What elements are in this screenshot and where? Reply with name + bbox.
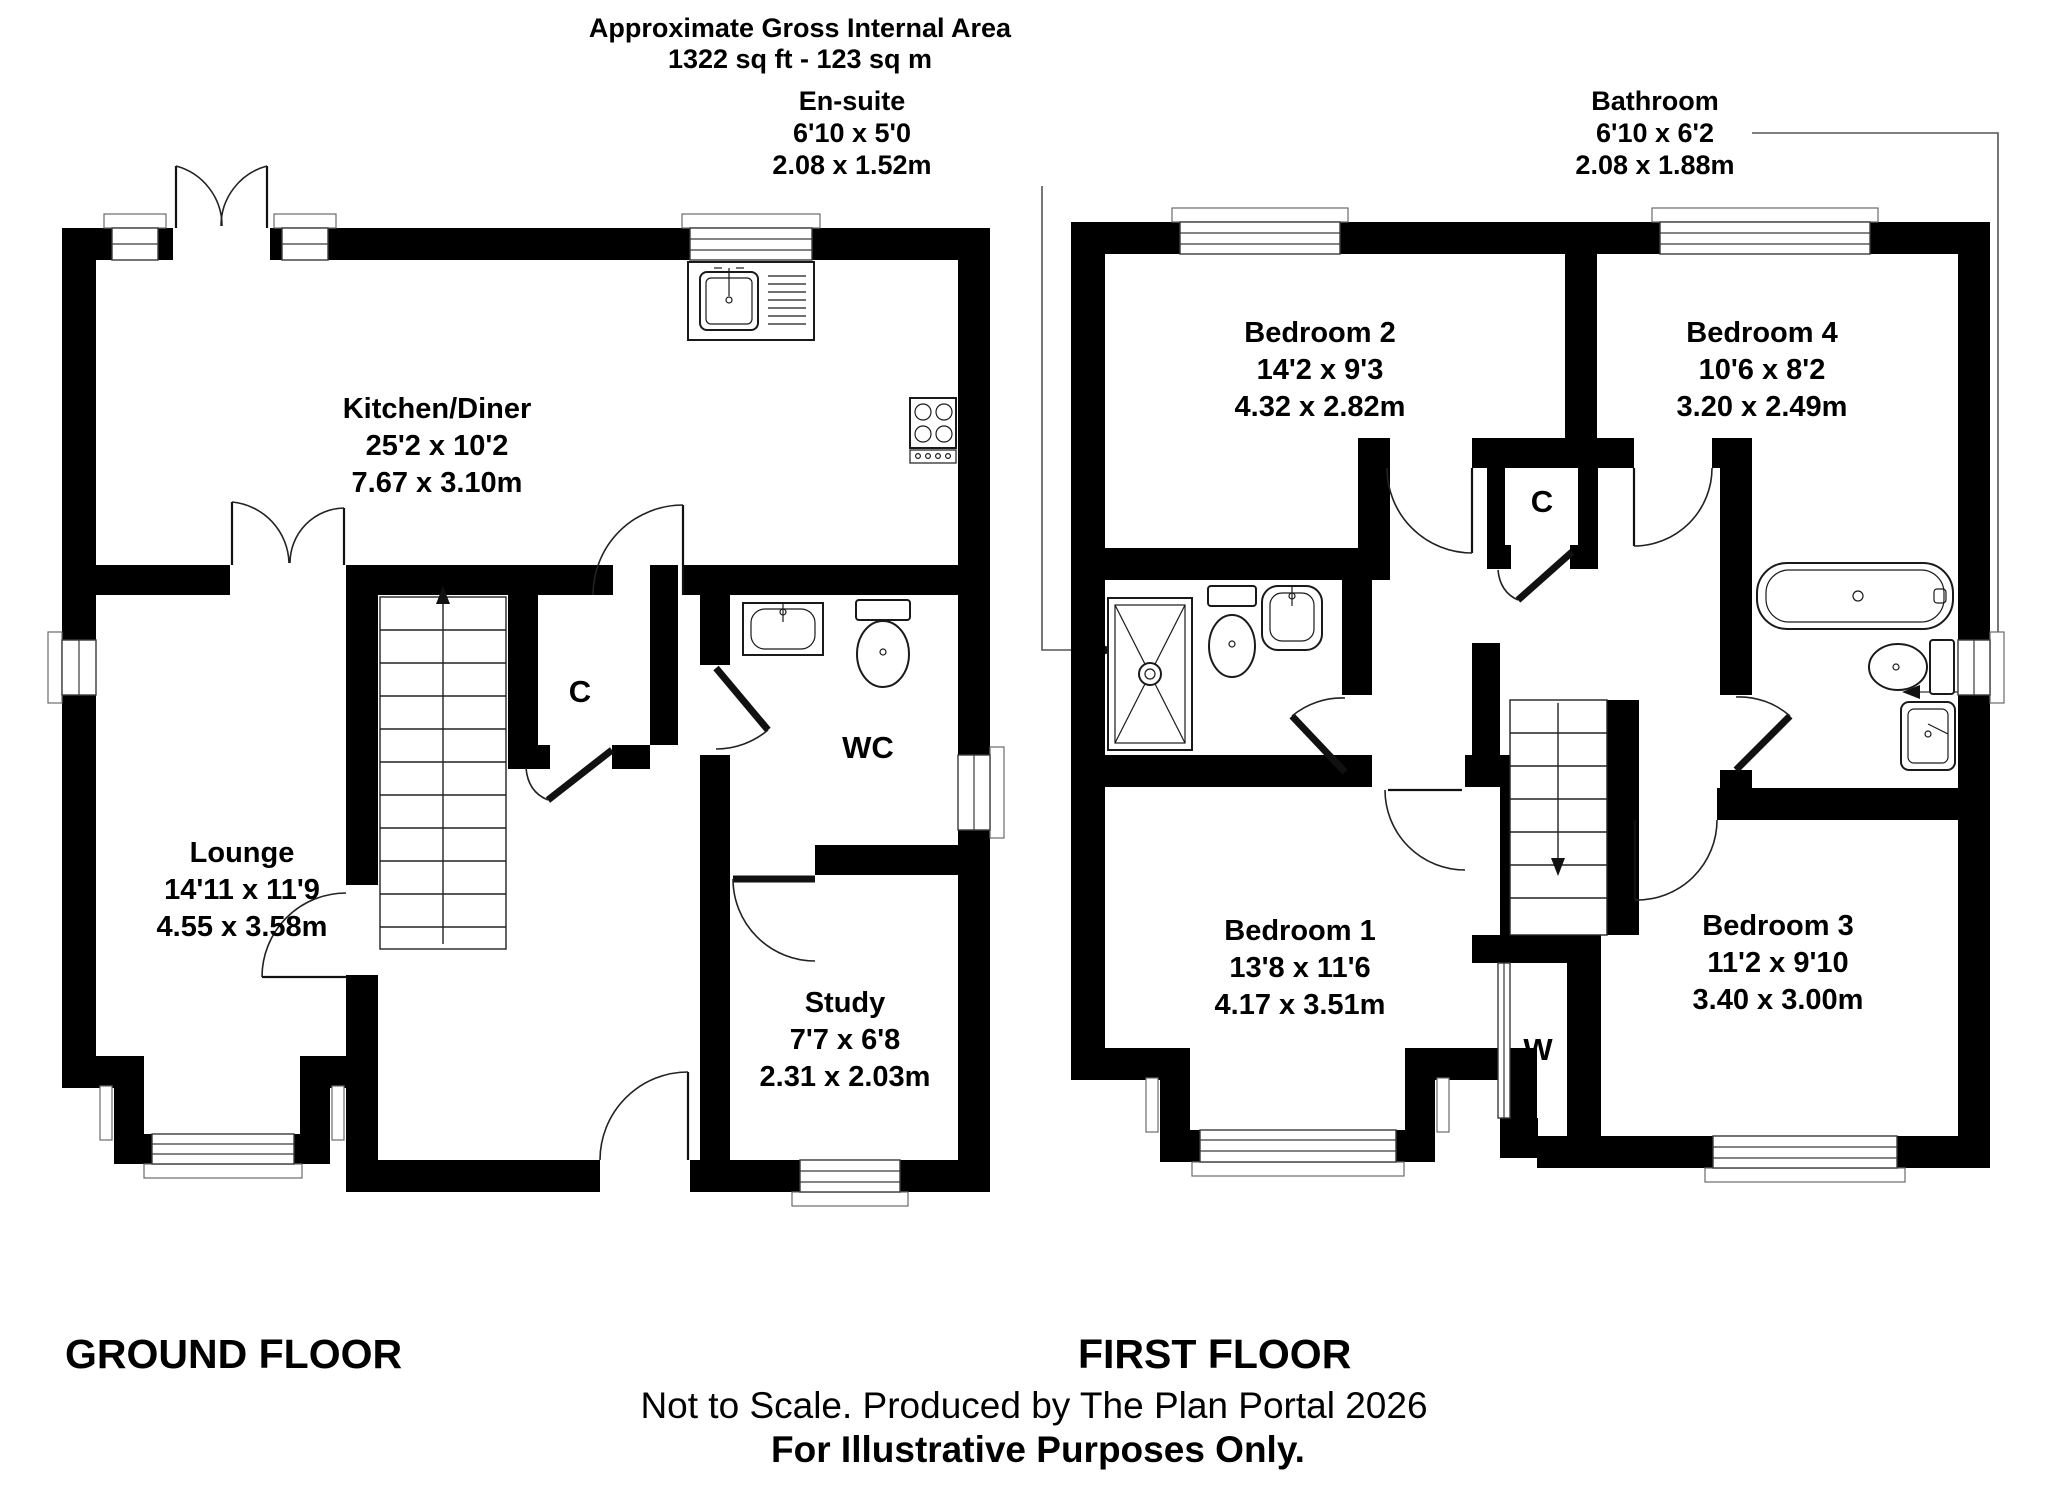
stairs-up-arrow-icon: [436, 586, 450, 604]
first-cupboard-label: C: [1531, 484, 1553, 519]
stairs-down-arrow-icon: [1551, 858, 1565, 876]
bay-window: [1145, 1077, 1450, 1177]
room-study-label: Study 7'7 x 6'8 2.31 x 2.03m: [760, 987, 931, 1093]
ground-doors: [174, 165, 816, 1161]
wc-label: WC: [842, 730, 894, 765]
window: [681, 213, 821, 261]
lounge-imperial: 14'11 x 11'9: [164, 874, 320, 906]
stairs-ground: [379, 586, 507, 950]
lounge-door: [261, 892, 347, 979]
ensuite-shower-icon: [1107, 597, 1193, 751]
cupboard-door: [525, 747, 615, 803]
first-floor-title: FIRST FLOOR: [1078, 1331, 1351, 1377]
bathroom-door: [1733, 696, 1793, 773]
bath-icon: [1756, 562, 1954, 630]
kitchen-sink-unit-icon: [687, 261, 815, 341]
footer: Not to Scale. Produced by The Plan Porta…: [640, 1385, 1427, 1470]
window: [791, 1159, 909, 1207]
bathroom-sink-icon: [1900, 701, 1956, 771]
bedroom2-imperial: 14'2 x 9'3: [1257, 354, 1384, 386]
gross-area-value: 1322 sq ft - 123 sq m: [668, 44, 932, 74]
hob-icon: [909, 397, 957, 464]
room-kitchen-label: Kitchen/Diner 25'2 x 10'2 7.67 x 3.10m: [343, 393, 532, 499]
ensuite-door: [1289, 697, 1348, 775]
wardrobe-label: W: [1523, 1032, 1553, 1067]
kitchen-metric: 7.67 x 3.10m: [352, 467, 523, 499]
window: [47, 631, 97, 704]
room-bedroom3-label: Bedroom 3 11'2 x 9'10 3.40 x 3.00m: [1693, 910, 1864, 1016]
bedroom4-door: [1632, 467, 1713, 547]
study-metric: 2.31 x 2.03m: [760, 1061, 931, 1093]
bedroom1-imperial: 13'8 x 11'6: [1229, 952, 1370, 984]
gross-area-title: Approximate Gross Internal Area: [589, 13, 1012, 43]
ground-cupboard-label: C: [569, 674, 591, 709]
header: Approximate Gross Internal Area 1322 sq …: [589, 13, 1012, 74]
ground-floor-plan: Kitchen/Diner 25'2 x 10'2 7.67 x 3.10m L…: [47, 165, 1005, 1377]
lounge-name: Lounge: [190, 837, 295, 869]
wc-toilet-icon: [855, 599, 911, 688]
bedroom3-imperial: 11'2 x 9'10: [1707, 947, 1848, 979]
bathroom-callout-name: Bathroom: [1591, 86, 1719, 116]
wc-door: [713, 665, 771, 750]
first-windows: [1145, 207, 2005, 1183]
bedroom3-door: [1633, 819, 1718, 901]
window: [1704, 1135, 1906, 1183]
ensuite-callout-imperial: 6'10 x 5'0: [793, 118, 911, 148]
french-door-exterior: [174, 165, 269, 228]
ensuite-toilet-icon: [1207, 585, 1257, 678]
bay-window: [99, 1085, 345, 1179]
bedroom2-door: [1386, 467, 1474, 554]
bedroom1-name: Bedroom 1: [1224, 915, 1375, 947]
window: [103, 213, 167, 261]
footer-disclaimer: Not to Scale. Produced by The Plan Porta…: [640, 1385, 1427, 1426]
front-door: [599, 1071, 690, 1161]
lounge-metric: 4.55 x 3.58m: [157, 911, 328, 943]
ensuite-sink-icon: [1261, 585, 1323, 651]
study-door: [732, 875, 816, 962]
bedroom3-name: Bedroom 3: [1702, 910, 1853, 942]
window: [1957, 631, 2005, 704]
bedroom4-imperial: 10'6 x 8'2: [1699, 354, 1826, 386]
cupboard-door: [1497, 549, 1575, 603]
first-doors: [1289, 467, 1793, 901]
kitchen-name: Kitchen/Diner: [343, 393, 532, 425]
bathroom-callout: Bathroom 6'10 x 6'2 2.08 x 1.88m: [1575, 86, 1999, 699]
first-floor-plan: Bedroom 2 14'2 x 9'3 4.32 x 2.82m Bedroo…: [1071, 207, 2005, 1377]
stairs-first: [1509, 699, 1608, 936]
bedroom1-metric: 4.17 x 3.51m: [1215, 989, 1386, 1021]
window: [1651, 207, 1879, 255]
window: [957, 746, 1005, 839]
window: [273, 213, 337, 261]
wc-sink-icon: [742, 602, 824, 656]
ground-windows: [47, 213, 1005, 1207]
bedroom4-name: Bedroom 4: [1686, 317, 1837, 349]
bedroom3-metric: 3.40 x 3.00m: [1693, 984, 1864, 1016]
ground-walls: [62, 228, 990, 1192]
room-bedroom4-label: Bedroom 4 10'6 x 8'2 3.20 x 2.49m: [1677, 317, 1848, 423]
wardrobe-door-panel: [1497, 962, 1511, 1119]
first-walls: [1071, 222, 1990, 1168]
kitchen-imperial: 25'2 x 10'2: [366, 430, 509, 462]
bathroom-leader-arrow-icon: [1902, 685, 1920, 699]
ensuite-callout-metric: 2.08 x 1.52m: [772, 150, 931, 180]
room-bedroom2-label: Bedroom 2 14'2 x 9'3 4.32 x 2.82m: [1235, 317, 1406, 423]
ground-floor-title: GROUND FLOOR: [65, 1331, 402, 1377]
window: [1171, 207, 1349, 255]
bathroom-callout-metric: 2.08 x 1.88m: [1575, 150, 1734, 180]
french-door-interior: [230, 501, 346, 565]
bathroom-callout-imperial: 6'10 x 6'2: [1596, 118, 1714, 148]
room-bedroom1-label: Bedroom 1 13'8 x 11'6 4.17 x 3.51m: [1215, 915, 1386, 1021]
room-lounge-label: Lounge 14'11 x 11'9 4.55 x 3.58m: [157, 837, 328, 943]
bedroom4-metric: 3.20 x 2.49m: [1677, 391, 1848, 423]
footer-illustrative: For Illustrative Purposes Only.: [771, 1429, 1305, 1470]
ensuite-callout-name: En-suite: [799, 86, 906, 116]
bathroom-toilet-icon: [1868, 639, 1955, 695]
kitchen-hall-door: [592, 504, 685, 596]
study-name: Study: [805, 987, 886, 1019]
bedroom2-name: Bedroom 2: [1244, 317, 1395, 349]
study-imperial: 7'7 x 6'8: [790, 1024, 901, 1056]
bedroom2-metric: 4.32 x 2.82m: [1235, 391, 1406, 423]
bedroom1-door: [1384, 788, 1466, 871]
